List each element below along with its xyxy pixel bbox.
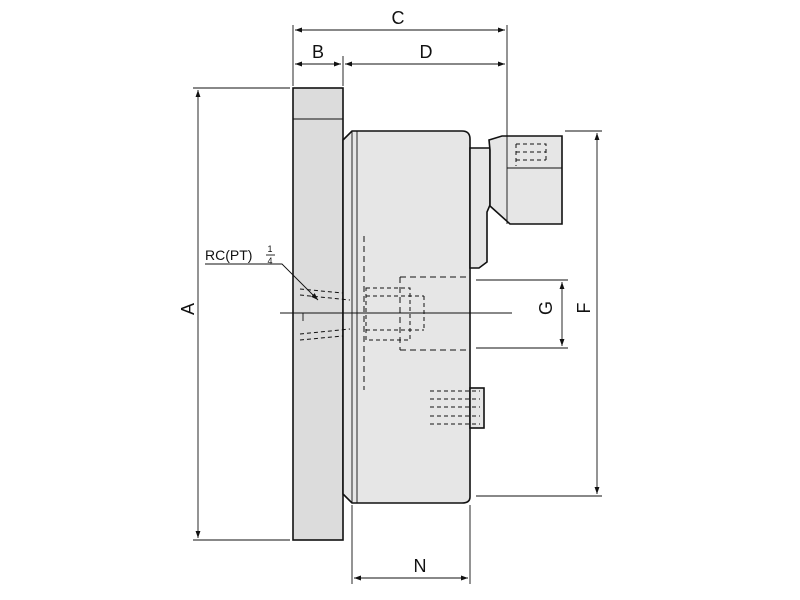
hidden-port-taper-bottom2 [299,335,344,341]
fitting-elbow [488,135,563,225]
port-callout-denominator: 4 [267,256,272,266]
port-callout-prefix: RC(PT) [205,247,252,263]
dim-c-label: C [392,8,405,28]
port-callout: RC(PT) 1 4 [205,244,319,301]
port-callout-numerator: 1 [267,244,272,254]
hidden-port-taper-top [299,294,351,301]
hidden-thread-bore [365,287,411,341]
dim-d-label: D [420,42,433,62]
dim-n-label: N [414,556,427,576]
dim-f-label: F [574,303,594,314]
dim-a-label: A [178,303,198,315]
flange [292,87,344,541]
side-boss [469,387,485,429]
dim-g-label: G [536,301,556,315]
housing-body [342,130,471,504]
hidden-port-taper-bottom [299,328,351,335]
fitting-bore-hidden [516,143,547,160]
dim-b-label: B [312,42,324,62]
port-callout-leader [205,263,319,301]
fitting-neck [469,147,491,269]
